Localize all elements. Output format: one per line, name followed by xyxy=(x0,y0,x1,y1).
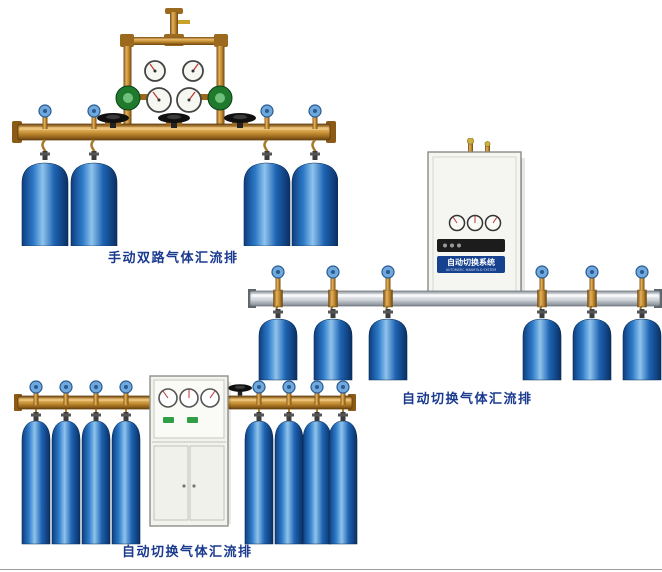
gas-cylinder xyxy=(572,318,612,381)
auto-switch-manifold2-caption: 自动切换气体汇流排 xyxy=(122,545,253,560)
bottom-rule xyxy=(0,569,662,570)
gas-cylinder xyxy=(522,318,562,381)
cylinder-valve xyxy=(338,412,348,421)
valve-knob xyxy=(585,265,599,291)
auto-switch-manifold-image: 自动切换系统 AUTOMATIC MANIFOLD SYSTEM xyxy=(248,138,662,381)
manifold-bar xyxy=(248,289,662,308)
gas-cylinder xyxy=(302,420,332,545)
cabinet-sublabel: AUTOMATIC MANIFOLD SYSTEM xyxy=(446,268,497,272)
valve-knob xyxy=(381,265,395,291)
cylinder-valve xyxy=(284,412,294,421)
cylinder-group xyxy=(258,305,662,381)
gas-cylinder xyxy=(244,420,274,545)
gas-cylinder xyxy=(274,420,304,545)
gas-cylinder xyxy=(328,420,358,545)
auto-switch-manifold2-image xyxy=(14,375,358,545)
valve-knob xyxy=(271,265,285,291)
manual-dual-manifold-image xyxy=(12,8,338,246)
cylinder-valve xyxy=(383,309,393,318)
valve-knob xyxy=(635,265,649,291)
auto-switch-manifold-caption: 自动切换气体汇流排 xyxy=(402,392,533,407)
cylinder-group xyxy=(21,409,358,545)
cylinder-group xyxy=(21,139,338,246)
valve-knob xyxy=(326,265,340,291)
valve-knob xyxy=(535,265,549,291)
cylinder-valve xyxy=(61,412,71,421)
control-cabinet xyxy=(149,375,231,527)
cylinder-valve xyxy=(312,412,322,421)
valve-handwheel xyxy=(228,384,252,396)
gas-cylinder xyxy=(368,318,408,381)
cylinder-valve xyxy=(587,309,597,318)
gas-cylinder xyxy=(81,420,111,545)
cylinder-valve xyxy=(273,309,283,318)
gas-cylinder xyxy=(258,318,298,381)
supply-pipework xyxy=(120,8,228,126)
manual-dual-manifold-caption: 手动双路气体汇流排 xyxy=(108,251,239,266)
gas-cylinder xyxy=(51,420,81,545)
cylinder-valve xyxy=(537,309,547,318)
gas-cylinder xyxy=(70,162,118,246)
pressure-regulator-left xyxy=(115,60,172,113)
control-cabinet: 自动切换系统 AUTOMATIC MANIFOLD SYSTEM xyxy=(427,138,525,304)
cylinder-valve xyxy=(121,412,131,421)
cylinder-valve xyxy=(637,309,647,318)
cylinder-valve xyxy=(89,151,99,160)
gas-cylinder xyxy=(622,318,662,381)
gas-cylinder xyxy=(21,162,69,246)
cylinder-valve xyxy=(328,309,338,318)
cabinet-label: 自动切换系统 xyxy=(447,257,495,267)
gas-cylinder xyxy=(21,420,51,545)
cylinder-valve xyxy=(31,412,41,421)
gas-cylinder xyxy=(313,318,353,381)
cylinder-valve xyxy=(254,412,264,421)
cylinder-valve xyxy=(91,412,101,421)
gas-cylinder xyxy=(111,420,141,545)
pressure-regulator-right xyxy=(176,60,233,113)
cylinder-valve xyxy=(40,151,50,160)
